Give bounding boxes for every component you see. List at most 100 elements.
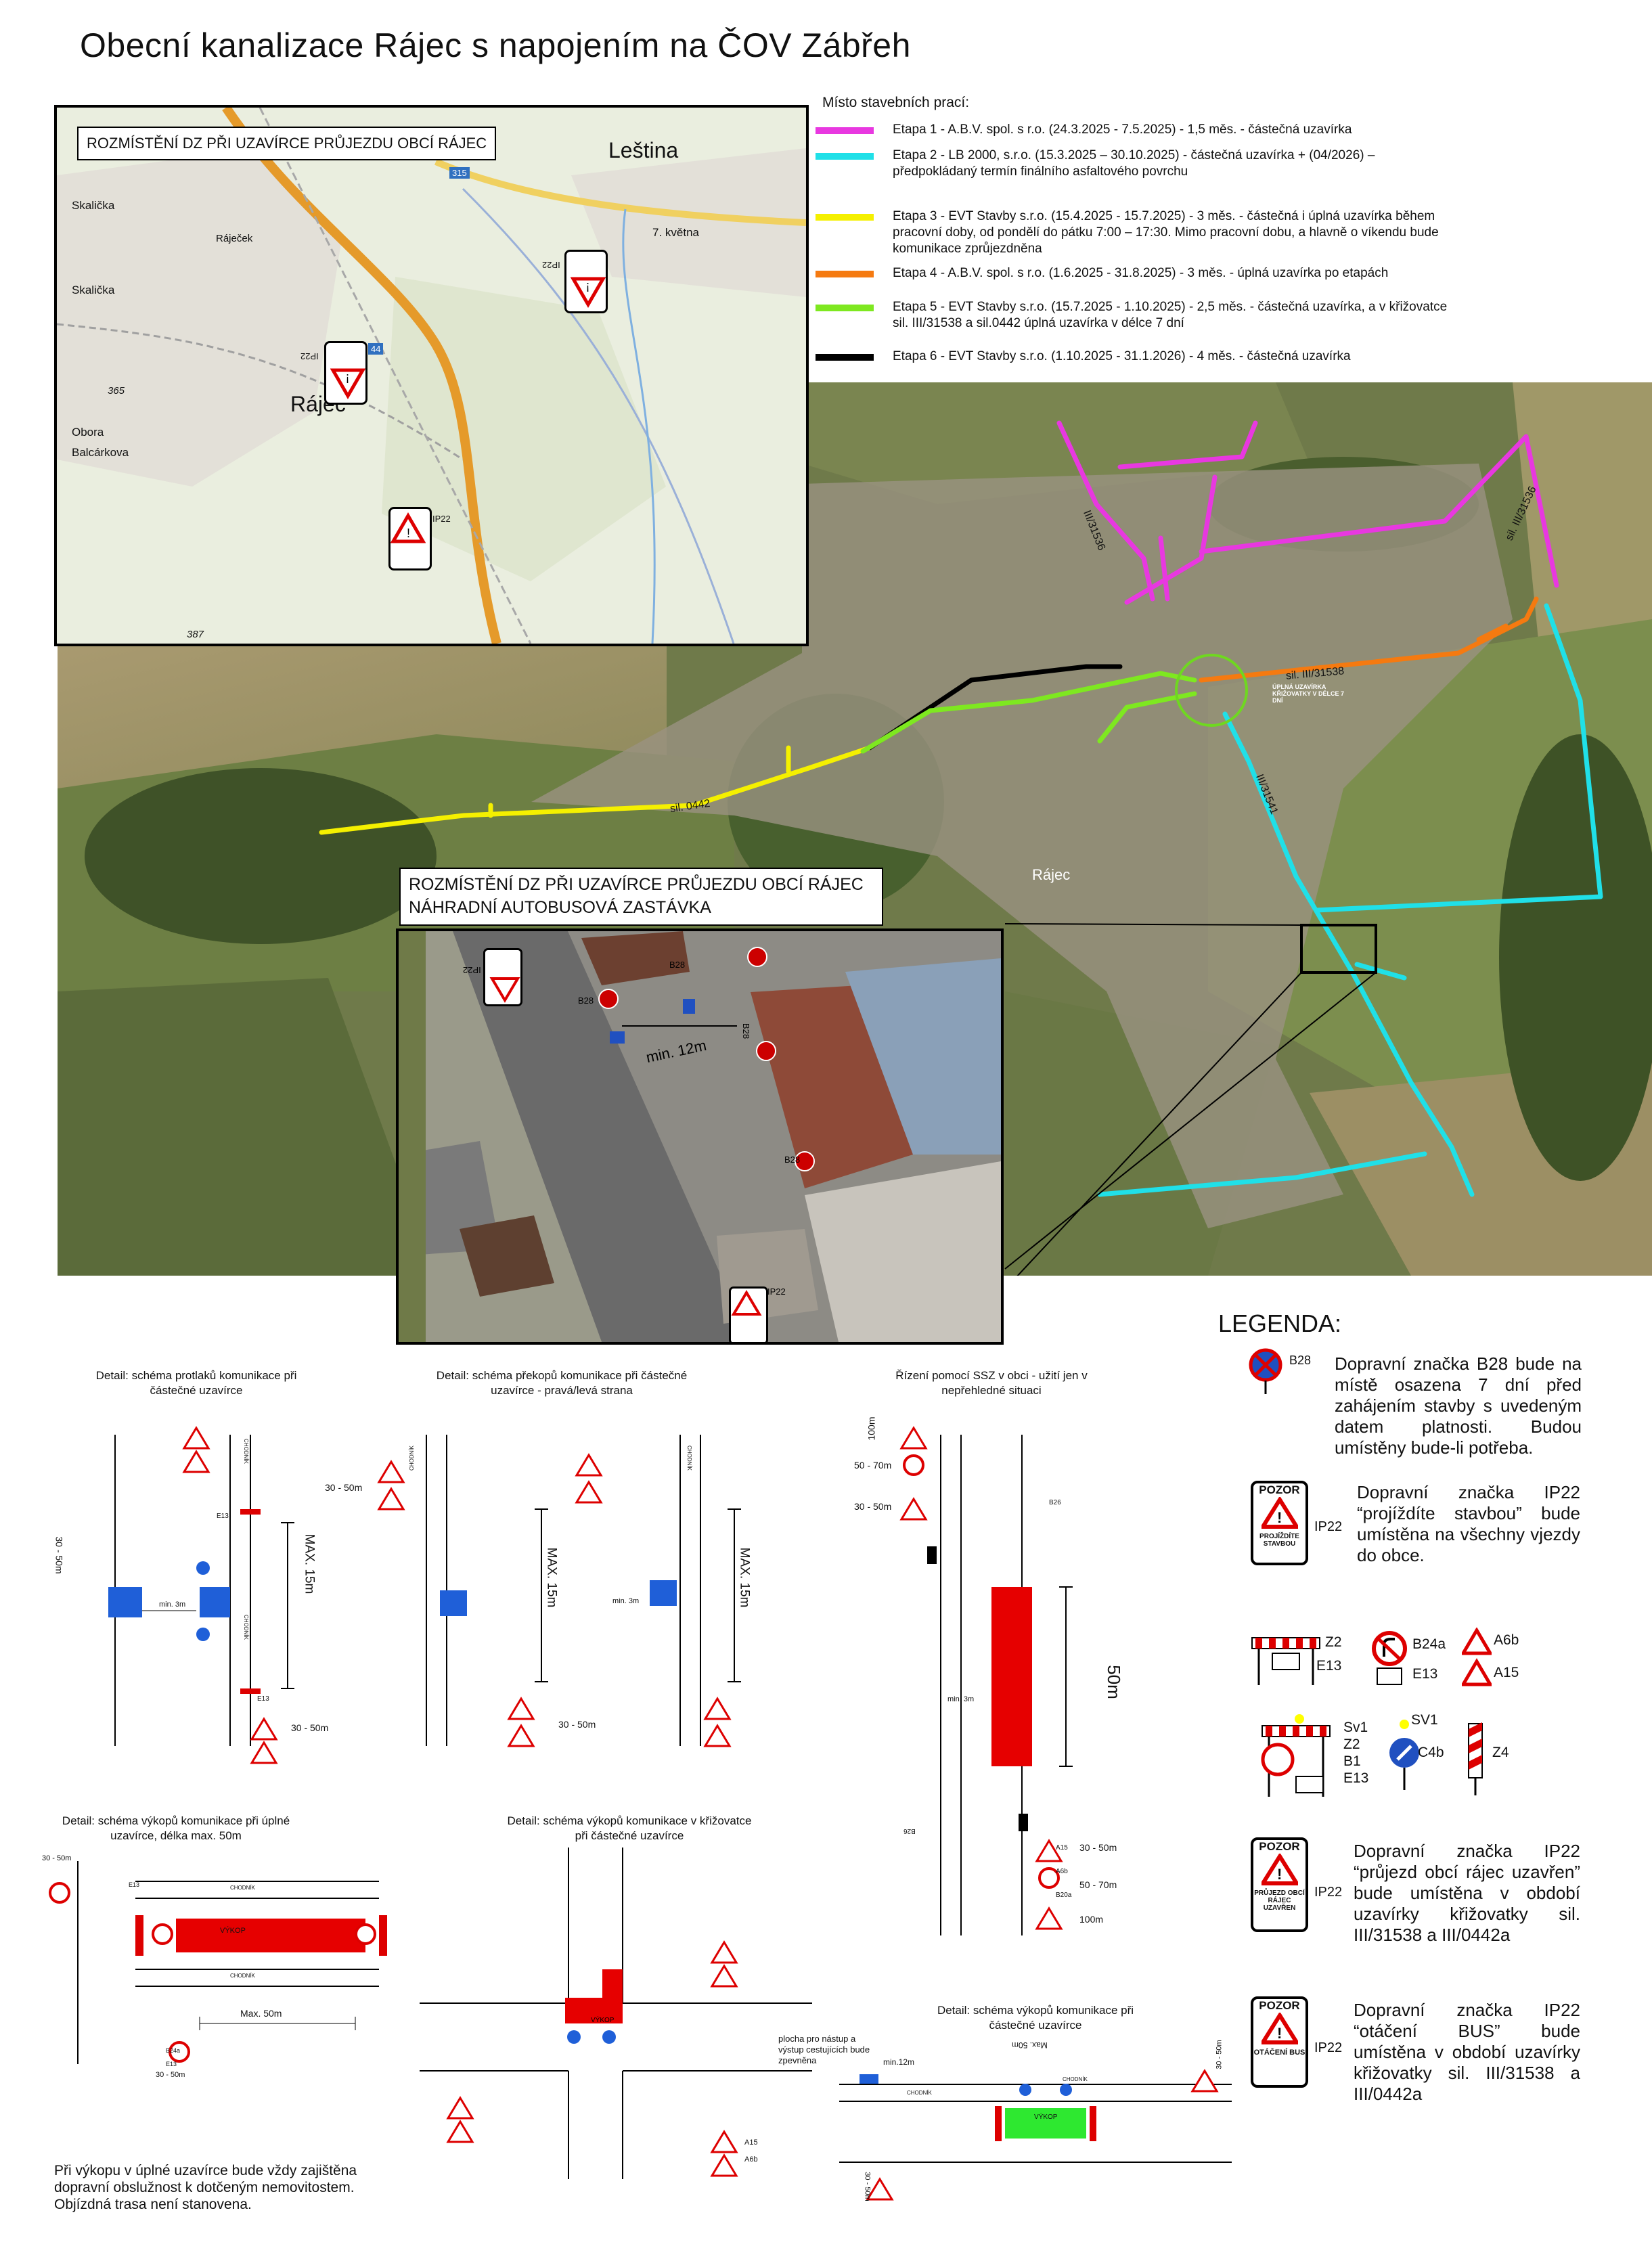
stage-row: Etapa 2 - LB 2000, s.r.o. (15.3.2025 – 3… — [816, 148, 1492, 180]
stage-label: Etapa 3 - EVT Stavby s.r.o. (15.4.2025 -… — [893, 209, 1439, 256]
detail2-min-label: min. 3m — [612, 1597, 640, 1605]
stage-color-swatch — [816, 271, 874, 277]
stages-title: Místo stavebních prací: — [822, 95, 970, 110]
road-narrows-icon — [1460, 1627, 1494, 1686]
detail6-graphic — [839, 2069, 1232, 2201]
warning-triangle-icon: ! — [1259, 2011, 1300, 2044]
svg-text:!: ! — [346, 372, 349, 385]
inset-ip22-sign-3: ! — [388, 507, 432, 570]
legend-row2-codes: Sv1 Z2 B1 E13 — [1343, 1719, 1368, 1787]
detail1-e13-1: E13 — [217, 1513, 229, 1520]
no-turn-icon — [1372, 1631, 1407, 1685]
guide-board-icon — [1468, 1722, 1483, 1795]
detail4-graphic — [49, 1861, 387, 2064]
inset-ip22-code-1: IP22 — [542, 260, 560, 270]
detail6-min-label: min.12m — [883, 2057, 915, 2067]
bus-b28-code-2: B28 — [669, 960, 686, 970]
legend-c4b-sign — [1387, 1719, 1421, 1797]
elevation-365: 365 — [108, 385, 125, 397]
detail4-b24a: B24a — [166, 2047, 181, 2054]
detail4-e13-1: E13 — [129, 1881, 140, 1888]
detail5-vykop: VÝKOP — [591, 2017, 615, 2024]
detail2-title: Detail: schéma překopů komunikace při čá… — [436, 1369, 688, 1397]
legend-ip22b-sign: POZOR ! PRŮJEZD OBCÍ RÁJEC UZAVŘEN — [1251, 1837, 1308, 1932]
detail1-graphic — [108, 1426, 294, 1764]
legend-z4-sign — [1465, 1722, 1486, 1800]
stage-color-swatch — [816, 153, 874, 160]
detail4-chodnik-2: CHODNÍK — [230, 1973, 255, 1979]
legend-e13-code: E13 — [1316, 1658, 1342, 1674]
place-obora: Obora — [72, 426, 104, 439]
detail1-max-label: MAX. 15m — [302, 1534, 317, 1594]
detail6-platform-note: plocha pro nástup a výstup cestujících b… — [778, 2034, 870, 2065]
legend-b28-sign — [1249, 1348, 1282, 1399]
detail5-graphic — [420, 1848, 812, 2179]
legend-c4b-code: C4b — [1418, 1745, 1444, 1760]
svg-text:!: ! — [407, 527, 410, 540]
legend-ip22b-text: Dopravní značka IP22 “průjezd obcí rájec… — [1354, 1841, 1580, 1945]
inset-ip22-sign-2: ! — [324, 341, 367, 405]
bus-inset-label-line1: ROZMÍSTĚNÍ DZ PŘI UZAVÍRCE PRŮJEZDU OBCÍ… — [409, 875, 864, 894]
detail6-dist-2: 30 - 50m — [863, 2172, 872, 2201]
bus-inset: min. 12m B28 B28 B28 B28 IP22 IP22 — [396, 928, 1004, 1345]
aerial-town-label: Rájec — [1032, 866, 1071, 883]
detail1-dist-label-1: 30 - 50m — [53, 1536, 65, 1574]
legend-e13-code-2: E13 — [1412, 1666, 1438, 1682]
detail2-chodnik-2: CHODNÍK — [686, 1446, 692, 1471]
legend-ip22a-sign: POZOR ! PROJÍŽDÍTE STAVBOU — [1251, 1481, 1308, 1565]
legend-ip22a-sign-bottom: PROJÍŽDÍTE STAVBOU — [1259, 1533, 1299, 1548]
legend-ip22a-sign-top: POZOR — [1259, 1483, 1300, 1496]
legend-b28-code: B28 — [1289, 1353, 1312, 1367]
legend-b28-text: Dopravní značka B28 bude na místě osazen… — [1335, 1353, 1582, 1458]
bus-ip22-code-1: IP22 — [463, 965, 481, 975]
detail1-min-label: min. 3m — [159, 1600, 186, 1609]
svg-text:!: ! — [1277, 1866, 1282, 1883]
street-7-kvetna: 7. května — [652, 226, 699, 239]
legend-z4-code: Z4 — [1492, 1745, 1509, 1760]
legend-b24a-code: B24a — [1412, 1636, 1446, 1652]
legend-b24a-sign — [1370, 1631, 1408, 1695]
detail2-dist-label-2: 30 - 50m — [558, 1719, 596, 1730]
legend-z2-code-2: Z2 — [1343, 1737, 1360, 1752]
legend-z2-barrier — [1249, 1634, 1323, 1692]
place-skalicka-1: Skalička — [72, 199, 115, 212]
detail6-dist-1: 30 - 50m — [1215, 2040, 1224, 2069]
detail6-title: Detail: schéma výkopů komunikace při čás… — [937, 2004, 1134, 2032]
detail3-label-30-50-2: 30 - 50m — [1079, 1842, 1117, 1853]
inset-map: ROZMÍSTĚNÍ DZ PŘI UZAVÍRCE PRŮJEZDU OBCÍ… — [54, 105, 809, 646]
inset-ip22-code-2: IP22 — [300, 351, 319, 361]
bus-inset-label-line2: NÁHRADNÍ AUTOBUSOVÁ ZASTÁVKA — [409, 898, 711, 917]
stage-label: Etapa 5 - EVT Stavby s.r.o. (15.7.2025 -… — [893, 300, 1448, 330]
stage-row: Etapa 1 - A.B.V. spol. s r.o. (24.3.2025… — [816, 122, 1492, 138]
legend-ip22a-code: IP22 — [1314, 1519, 1343, 1534]
detail3-label-50m: 50m — [1103, 1665, 1124, 1699]
detail2-dist-label-1: 30 - 50m — [325, 1482, 363, 1493]
stage-row: Etapa 6 - EVT Stavby s.r.o. (1.10.2025 -… — [816, 349, 1492, 365]
detail3-a6b: A6b — [1056, 1868, 1068, 1875]
legend-sv1-code: Sv1 — [1343, 1720, 1368, 1735]
legend-a6b-code: A6b — [1494, 1632, 1519, 1648]
legend-ip22c-sign: POZOR ! OTÁČENÍ BUS — [1251, 1996, 1308, 2088]
svg-text:!: ! — [586, 280, 589, 294]
detail2-max-label-2: MAX. 15m — [737, 1547, 752, 1608]
legend-ip22a-text: Dopravní značka IP22 “projíždíte stavbou… — [1357, 1482, 1580, 1565]
stage-label: Etapa 6 - EVT Stavby s.r.o. (1.10.2025 -… — [893, 349, 1351, 363]
bus-b28-code-4: B28 — [784, 1155, 801, 1165]
detail3-graphic — [899, 1426, 1073, 1935]
place-rajecek: Ráječek — [216, 233, 253, 244]
legend-ip22c-sign-bottom: OTÁČENÍ BUS — [1253, 2049, 1305, 2057]
detail3-label-50-70-2: 50 - 70m — [1079, 1879, 1117, 1890]
elevation-387: 387 — [187, 629, 204, 640]
detail3-min-label: min. 3m — [947, 1695, 975, 1703]
bus-ip22-code-2: IP22 — [767, 1286, 786, 1297]
detail2-max-label-1: MAX. 15m — [544, 1547, 559, 1608]
legend-ip22c-code: IP22 — [1314, 2040, 1343, 2055]
detail5-a15: A15 — [744, 2139, 758, 2147]
stage-label: Etapa 4 - A.B.V. spol. s r.o. (1.6.2025 … — [893, 266, 1389, 280]
detail1-chodnik-2: CHODNÍK — [242, 1615, 249, 1640]
legend-ip22b-sign-top: POZOR — [1259, 1840, 1300, 1853]
detail1-e13-2: E13 — [257, 1695, 269, 1703]
detail4-dist-1: 30 - 50m — [42, 1854, 72, 1862]
barrier-icon — [1251, 1637, 1320, 1685]
detail4-max-label: Max. 50m — [240, 2008, 282, 2019]
